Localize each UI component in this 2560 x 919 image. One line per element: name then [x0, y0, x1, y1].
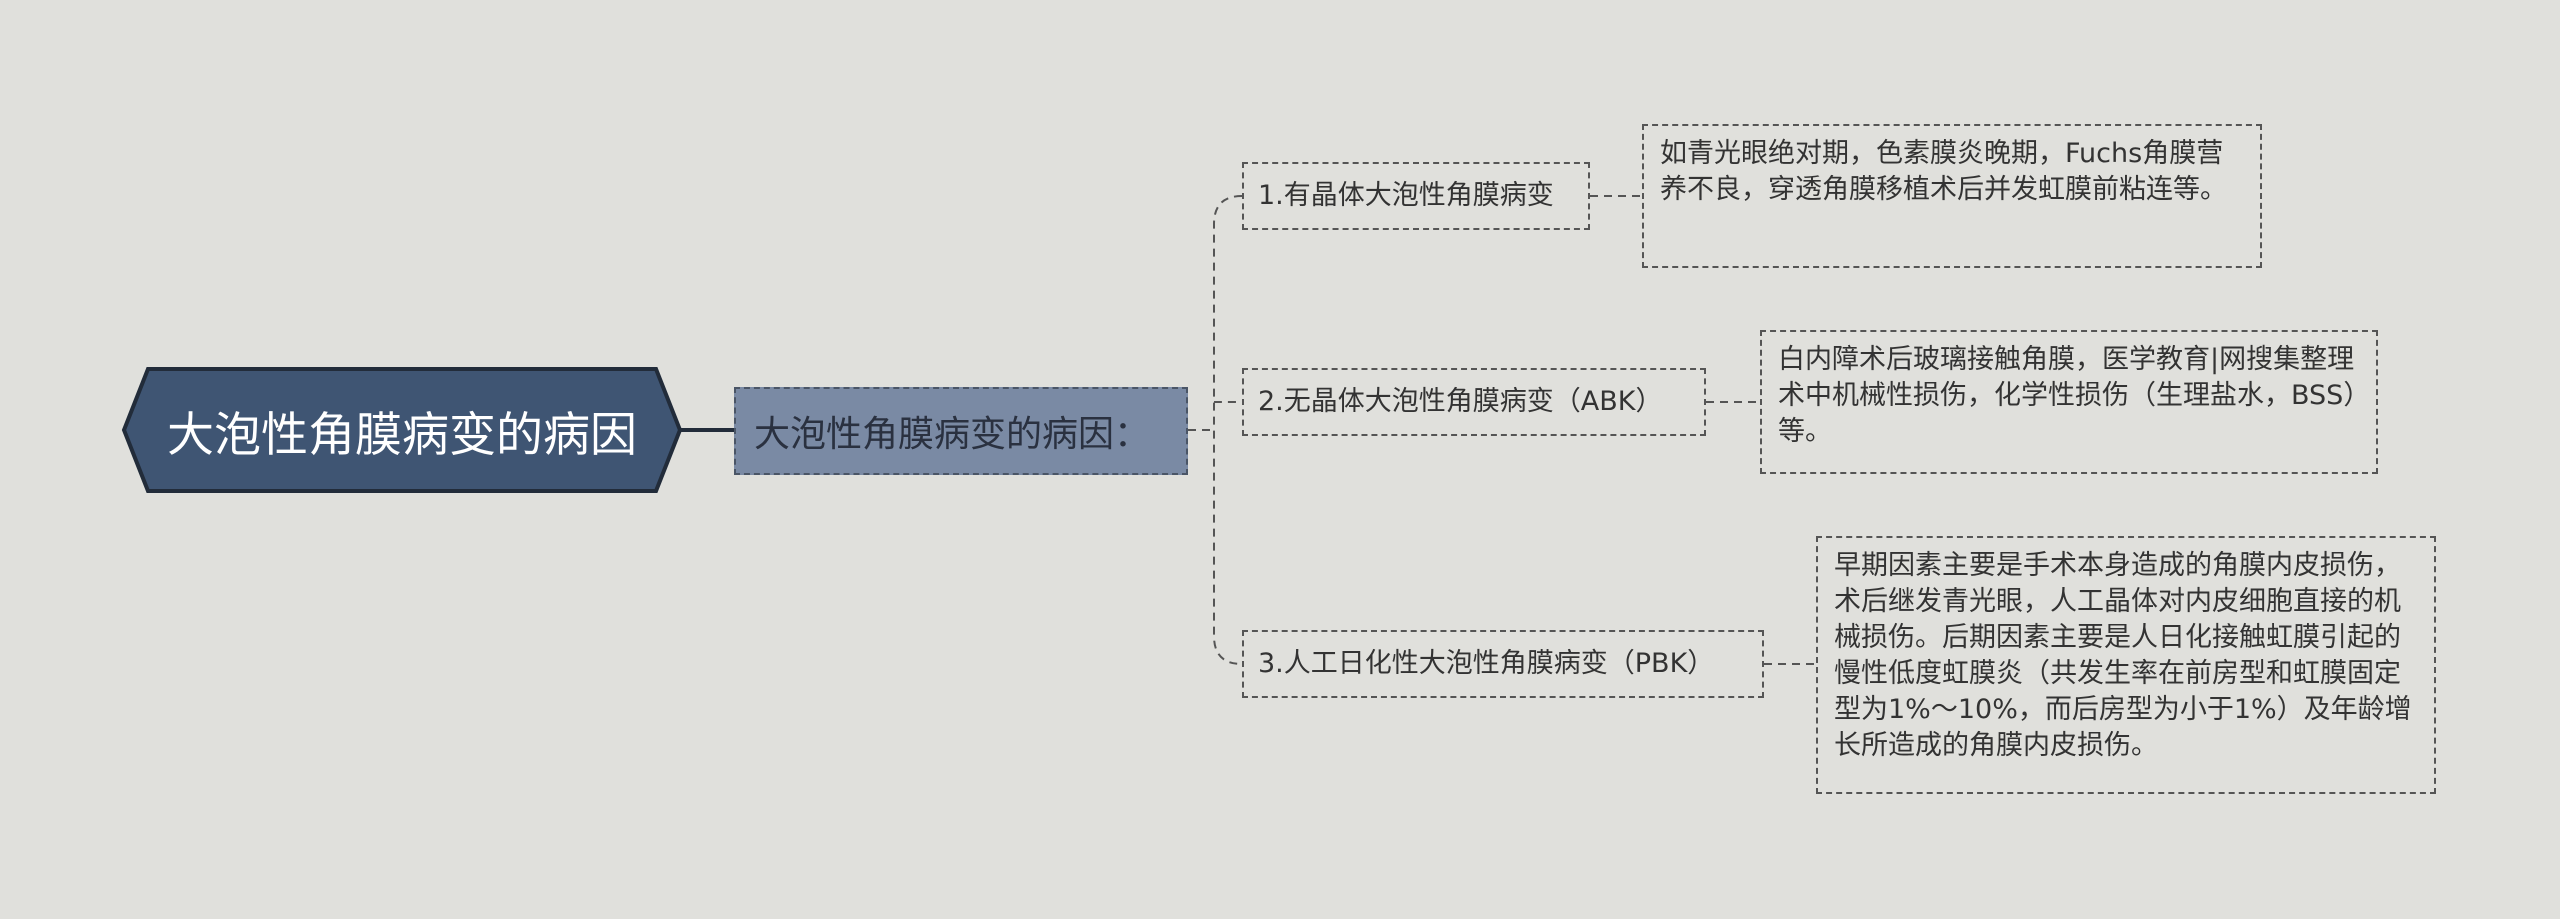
detail-node-text: 白内障术后玻璃接触角膜，医学教育|网搜集整理术中机械性损伤，化学性损伤（生理盐水…: [1778, 344, 2357, 447]
connector-spine: [1213, 195, 1243, 665]
branch-node-label: 1.有晶体大泡性角膜病变: [1258, 180, 1554, 211]
detail-node-2[interactable]: 白内障术后玻璃接触角膜，医学教育|网搜集整理术中机械性损伤，化学性损伤（生理盐水…: [1760, 330, 2378, 474]
hub-node[interactable]: 大泡性角膜病变的病因：: [734, 387, 1188, 475]
hub-node-label: 大泡性角膜病变的病因：: [754, 414, 1151, 455]
root-node-label: 大泡性角膜病变的病因: [167, 408, 637, 463]
branch-node-2[interactable]: 2.无晶体大泡性角膜病变（ABK）: [1242, 368, 1706, 436]
detail-node-text: 如青光眼绝对期，色素膜炎晚期，Fuchs角膜营养不良，穿透角膜移植术后并发虹膜前…: [1660, 138, 2227, 205]
detail-node-1[interactable]: 如青光眼绝对期，色素膜炎晚期，Fuchs角膜营养不良，穿透角膜移植术后并发虹膜前…: [1642, 124, 2262, 268]
branch-node-3[interactable]: 3.人工日化性大泡性角膜病变（PBK）: [1242, 630, 1764, 698]
detail-node-3[interactable]: 早期因素主要是手术本身造成的角膜内皮损伤，术后继发青光眼，人工晶体对内皮细胞直接…: [1816, 536, 2436, 794]
detail-node-text: 早期因素主要是手术本身造成的角膜内皮损伤，术后继发青光眼，人工晶体对内皮细胞直接…: [1834, 550, 2412, 761]
branch-node-1[interactable]: 1.有晶体大泡性角膜病变: [1242, 162, 1590, 230]
branch-node-label: 2.无晶体大泡性角膜病变（ABK）: [1258, 386, 1663, 417]
root-node-shape: [121, 367, 683, 493]
branch-node-label: 3.人工日化性大泡性角膜病变（PBK）: [1258, 648, 1715, 679]
root-node[interactable]: 大泡性角膜病变的病因: [124, 369, 680, 492]
